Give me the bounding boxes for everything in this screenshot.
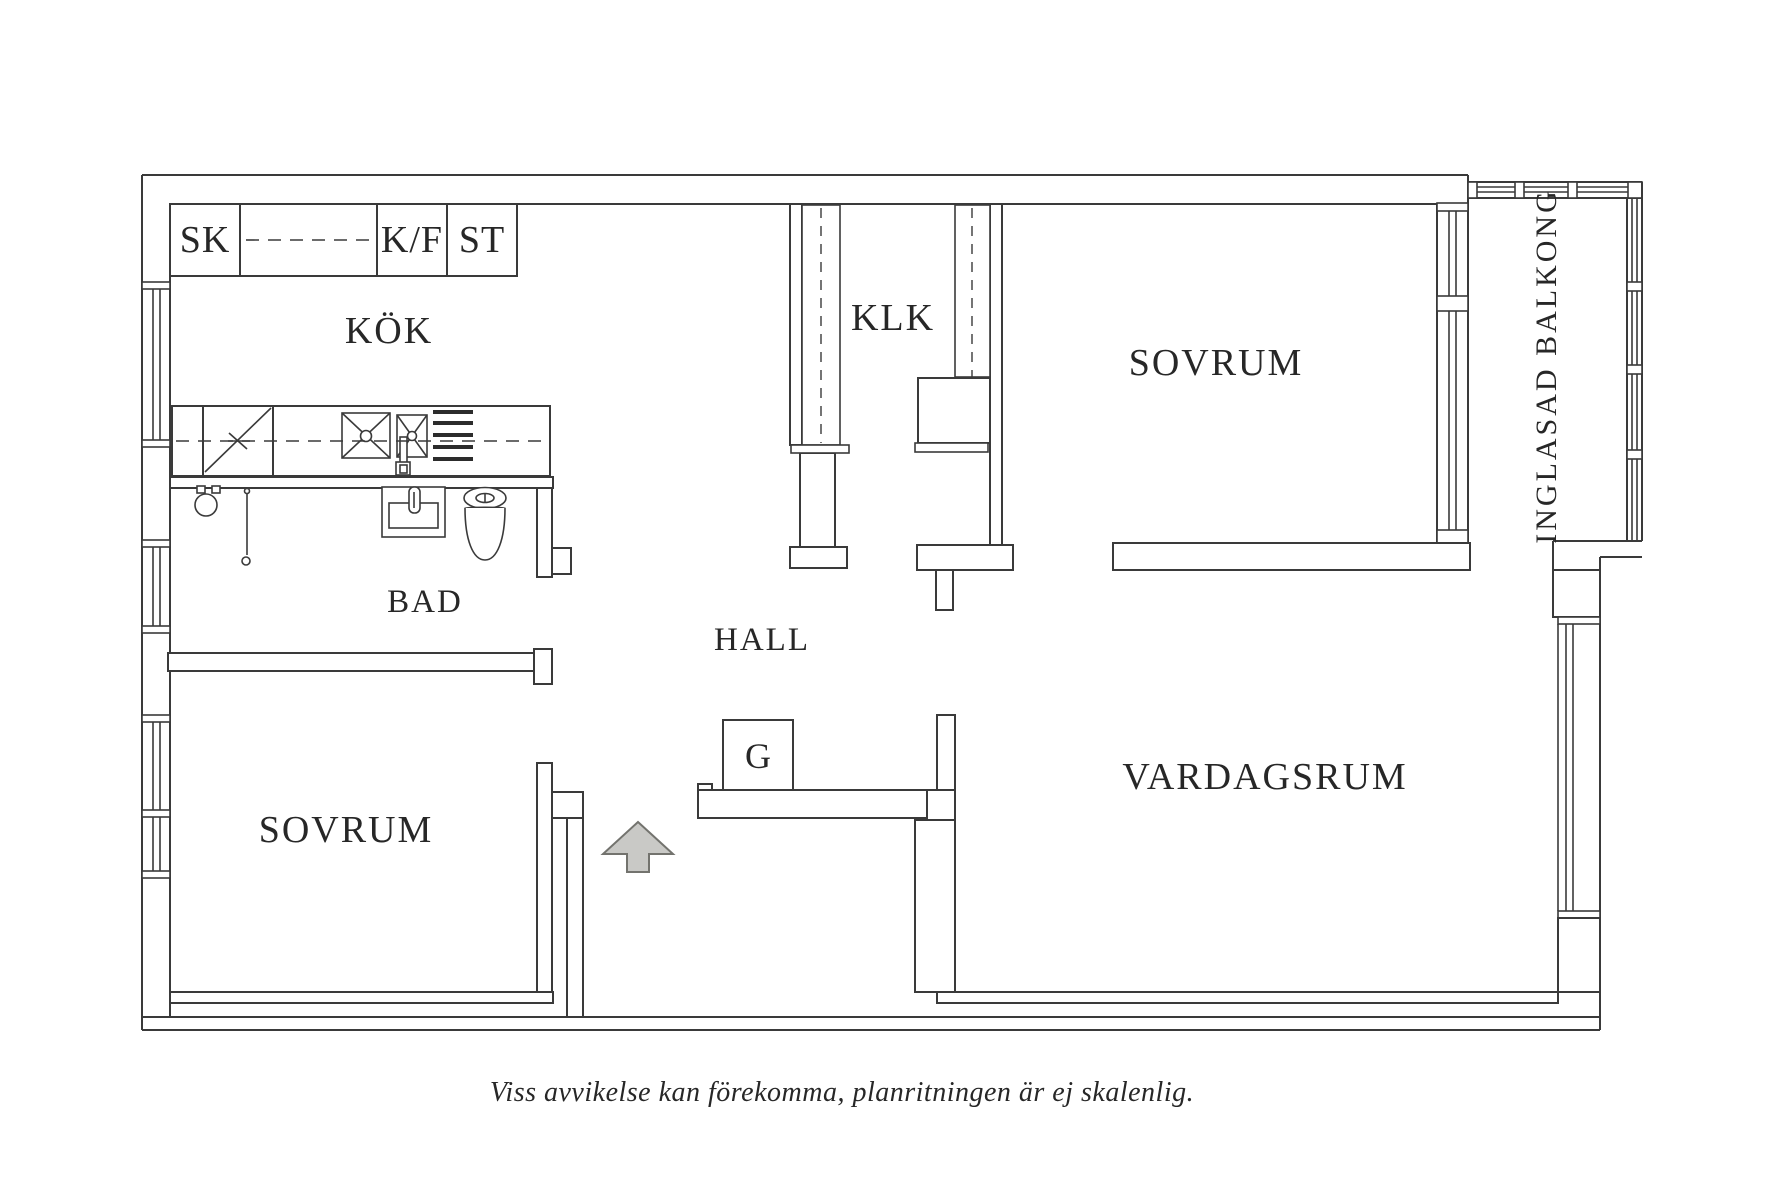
balcony-glazing xyxy=(1467,181,1643,570)
kitchen-sink xyxy=(341,412,428,459)
interior-walls xyxy=(167,203,1559,1018)
room-labels: KÖK KLK SOVRUM BAD HALL SOVRUM VARDAGSRU… xyxy=(259,188,1563,851)
room-label-hall: HALL xyxy=(714,622,810,658)
cabinet-label-kf: K/F xyxy=(381,219,443,261)
cabinet-label-st: ST xyxy=(459,219,505,261)
bedroom-right-window xyxy=(1436,202,1469,544)
shower-symbol xyxy=(194,485,251,566)
room-label-bathroom: BAD xyxy=(387,584,463,620)
klk-wardrobes xyxy=(790,204,991,454)
room-label-living-room: VARDAGSRUM xyxy=(1122,756,1407,798)
left-facade-windows xyxy=(141,281,171,879)
g-closet: G xyxy=(722,719,794,791)
disclaimer-text: Viss avvikelse kan förekomma, planritnin… xyxy=(490,1077,1194,1108)
kitchen-cabinet-row: SK K/F ST xyxy=(169,203,518,277)
kitchen-counter xyxy=(171,405,551,477)
toilet xyxy=(463,486,507,561)
stove-symbol xyxy=(433,410,473,461)
bathroom-fixtures xyxy=(194,485,507,566)
entrance-arrow xyxy=(600,820,676,873)
room-label-g: G xyxy=(745,736,771,776)
room-label-balcony: INGLASAD BALKONG xyxy=(1530,188,1563,544)
cabinet-label-sk: SK xyxy=(180,219,231,261)
vanity-sink xyxy=(381,486,446,538)
room-label-bedroom-left: SOVRUM xyxy=(259,809,434,851)
kitchen-faucet xyxy=(395,436,411,476)
living-room-east-window xyxy=(1552,569,1601,993)
room-label-bedroom-right: SOVRUM xyxy=(1129,342,1304,384)
room-label-klk: KLK xyxy=(851,297,935,339)
room-label-kitchen: KÖK xyxy=(345,310,433,352)
